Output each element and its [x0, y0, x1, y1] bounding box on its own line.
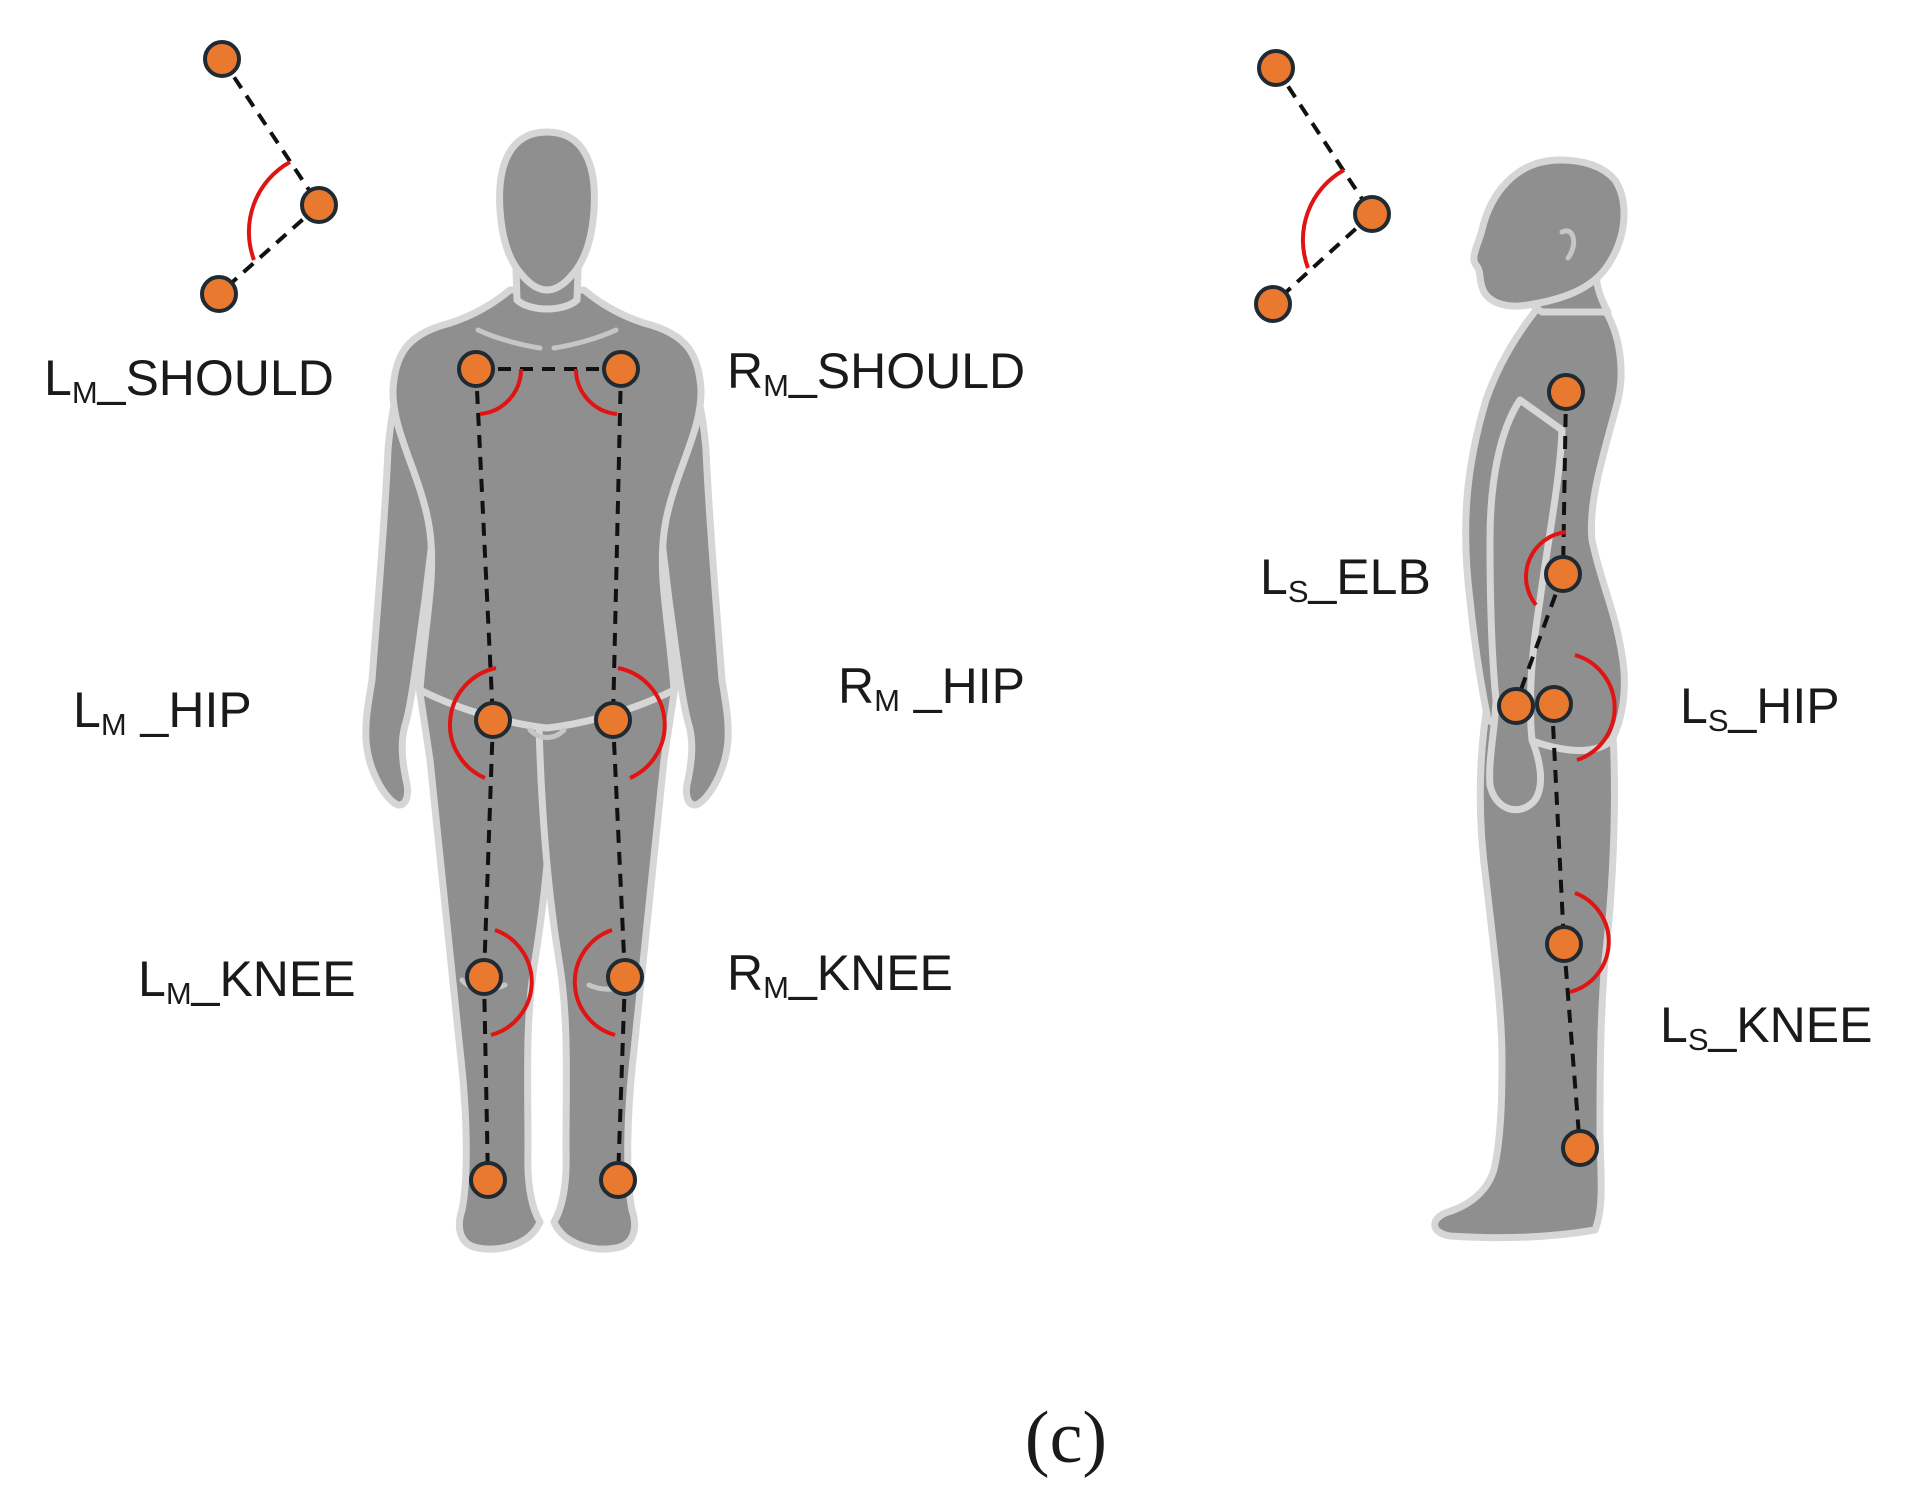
label-rm-hip: RM _HIP: [838, 658, 1025, 718]
figure-caption: (c): [1025, 1397, 1107, 1479]
label-rm-should: RM_SHOULD: [727, 343, 1025, 403]
right-hip-joint: [594, 701, 632, 739]
front-head: [496, 128, 598, 294]
right-shank-segment: [616, 976, 627, 1181]
front-body-figure: [362, 128, 732, 1253]
legend-right-point-1: [1257, 49, 1295, 87]
legend-right-lower-segment: [1271, 212, 1374, 306]
label-lm-hip: LM _HIP: [73, 682, 252, 742]
legend-right-point-2: [1254, 285, 1292, 323]
label-rm-knee: RM_KNEE: [727, 945, 953, 1005]
side-hip-angle-arc: [1574, 653, 1617, 762]
front-clavicle-lines: [475, 327, 619, 351]
side-angle-arcs: [1524, 530, 1617, 994]
legend-right-upper-segment: [1274, 66, 1374, 216]
legend-left-lower-segment: [217, 203, 321, 296]
left-knee-angle-arc: [490, 928, 534, 1037]
legend-right-angle-arc: [1300, 168, 1345, 269]
side-forearm-segment: [1513, 573, 1565, 707]
side-leg: [1431, 696, 1618, 1242]
angle-legend-icon-left: [200, 40, 338, 313]
side-joints: [1497, 373, 1599, 1167]
label-ls-hip: LS_HIP: [1680, 678, 1840, 738]
side-shoulder-joint: [1547, 373, 1585, 411]
right-ankle-joint: [599, 1161, 637, 1199]
right-knee-angle-arc: [572, 928, 616, 1037]
side-ear: [1559, 228, 1577, 261]
legend-left-point-1: [203, 40, 241, 78]
side-hip-joint: [1535, 685, 1573, 723]
left-trunk-segment: [474, 368, 495, 721]
right-shoulder-angle-arc: [573, 368, 618, 416]
right-trunk-segment: [611, 368, 623, 721]
left-shoulder-joint: [457, 350, 495, 388]
label-ls-knee: LS_KNEE: [1660, 997, 1872, 1057]
label-lm-knee: LM_KNEE: [138, 951, 356, 1011]
front-angle-arcs: [447, 368, 667, 1037]
side-shank-segment: [1562, 943, 1582, 1149]
label-lm-should: LM_SHOULD: [44, 350, 334, 410]
side-skeleton-segments: [1513, 391, 1582, 1149]
left-hip-joint: [474, 701, 512, 739]
front-torso: [389, 286, 705, 732]
angle-legend-icon-right: [1254, 49, 1391, 323]
legend-left-point-2: [200, 275, 238, 313]
side-knee-angle-arc: [1569, 891, 1611, 994]
elbow-angle-arc: [1524, 530, 1567, 607]
front-right-leg: [535, 676, 680, 1253]
side-elbow-joint: [1544, 555, 1582, 593]
front-groin-line: [527, 727, 567, 740]
label-ls-elb: LS_ELB: [1260, 549, 1431, 609]
right-hip-angle-arc: [617, 666, 667, 780]
front-joints: [457, 350, 644, 1199]
side-knee-joint: [1545, 925, 1583, 963]
front-skeleton-segments: [474, 367, 627, 1181]
legend-left-angle-arc: [246, 160, 291, 261]
legend-left-upper-segment: [220, 57, 321, 207]
side-thigh-segment: [1550, 703, 1566, 945]
left-hip-angle-arc: [447, 666, 497, 780]
side-wrist-joint: [1497, 687, 1535, 725]
side-upper-arm-segment: [1561, 391, 1568, 575]
legend-left-vertex: [300, 186, 338, 224]
side-head: [1470, 156, 1628, 310]
right-shoulder-joint: [602, 350, 640, 388]
left-knee-joint: [465, 958, 503, 996]
left-shoulder-angle-arc: [479, 368, 524, 416]
side-ankle-joint: [1561, 1129, 1599, 1167]
left-ankle-joint: [469, 1161, 507, 1199]
legend-right-vertex: [1353, 195, 1391, 233]
right-knee-joint: [606, 958, 644, 996]
left-shank-segment: [482, 976, 490, 1181]
